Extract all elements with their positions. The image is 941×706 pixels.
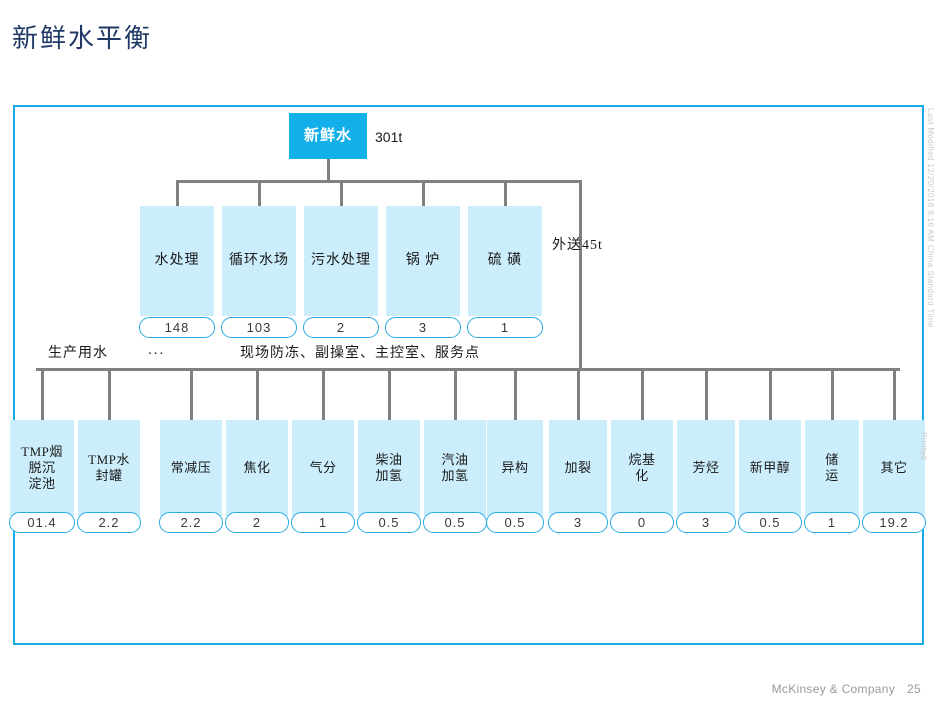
node-label: 硫 磺 xyxy=(487,253,523,269)
production-water-annotation: 生产用水 xyxy=(48,346,108,361)
node-level3-4[interactable]: 气分 xyxy=(292,420,354,516)
value-pill-level2-4: 1 xyxy=(467,317,543,338)
connector-drop-level3-4 xyxy=(322,368,325,420)
connector-drop-level3-10 xyxy=(705,368,708,420)
connector-root-stem xyxy=(327,159,330,183)
slide-footer: McKinsey & Company 25 xyxy=(772,682,921,696)
connector-drop-level3-0 xyxy=(41,368,44,420)
node-label: 芳烃 xyxy=(692,459,720,475)
node-level3-3[interactable]: 焦化 xyxy=(226,420,288,516)
connector-drop-level3-9 xyxy=(641,368,644,420)
value-pill-level3-3: 2 xyxy=(225,512,289,533)
outbound-annotation: 外送45t xyxy=(552,238,603,253)
value-pill-level3-4: 1 xyxy=(291,512,355,533)
node-level3-2[interactable]: 常减压 xyxy=(160,420,222,516)
node-root-fresh-water[interactable]: 新鲜水 xyxy=(289,113,367,159)
connector-drop-level3-3 xyxy=(256,368,259,420)
node-level3-8[interactable]: 加裂 xyxy=(549,420,607,516)
node-level2-0[interactable]: 水处理 xyxy=(140,206,214,316)
connector-drop-level3-13 xyxy=(893,368,896,420)
node-level3-13[interactable]: 其它 xyxy=(863,420,925,516)
connector-drop-level3-6 xyxy=(454,368,457,420)
connector-drop-level3-5 xyxy=(388,368,391,420)
node-label: 污水处理 xyxy=(311,253,371,269)
node-level3-11[interactable]: 新甲醇 xyxy=(739,420,801,516)
node-label: 异构 xyxy=(501,459,529,475)
node-level2-3[interactable]: 锅 炉 xyxy=(386,206,460,316)
connector-drop-level3-12 xyxy=(831,368,834,420)
node-label: 常减压 xyxy=(170,459,212,475)
node-label: 储 运 xyxy=(825,451,839,483)
node-label: 循环水场 xyxy=(229,253,289,269)
node-label: 焦化 xyxy=(243,459,271,475)
value-pill-level2-1: 103 xyxy=(221,317,297,338)
value-pill-level3-11: 0.5 xyxy=(738,512,802,533)
node-label: 新鲜水 xyxy=(303,127,352,144)
node-level3-12[interactable]: 储 运 xyxy=(805,420,859,516)
connector-drop-level3-11 xyxy=(769,368,772,420)
value-pill-level3-2: 2.2 xyxy=(159,512,223,533)
connector-drop-level3-2 xyxy=(190,368,193,420)
node-label: TMP水 封罐 xyxy=(88,451,130,483)
connector-drop-level2-0 xyxy=(176,180,179,206)
connector-drop-level3-1 xyxy=(108,368,111,420)
node-label: TMP烟 脱沉 淀池 xyxy=(21,443,63,492)
connector-drop-level2-3 xyxy=(422,180,425,206)
value-pill-level3-10: 3 xyxy=(676,512,736,533)
value-pill-level3-0: 01.4 xyxy=(9,512,75,533)
node-label: 柴油 加氢 xyxy=(375,451,403,483)
value-pill-level3-12: 1 xyxy=(804,512,860,533)
printed-watermark: Printed xyxy=(919,432,928,461)
connector-bus-level3 xyxy=(36,368,900,371)
node-label: 水处理 xyxy=(154,253,200,269)
value-pill-level3-5: 0.5 xyxy=(357,512,421,533)
node-label: 锅 炉 xyxy=(405,253,441,269)
last-modified-watermark: Last Modified 12/20/2018 9:16 AM China S… xyxy=(926,108,935,328)
node-level3-1[interactable]: TMP水 封罐 xyxy=(78,420,140,516)
node-label: 汽油 加氢 xyxy=(441,451,469,483)
node-level3-6[interactable]: 汽油 加氢 xyxy=(424,420,486,516)
node-level3-10[interactable]: 芳烃 xyxy=(677,420,735,516)
connector-drop-level3-8 xyxy=(577,368,580,420)
value-pill-level3-6: 0.5 xyxy=(423,512,487,533)
node-level2-4[interactable]: 硫 磺 xyxy=(468,206,542,316)
connector-drop-level2-1 xyxy=(258,180,261,206)
page-number: 25 xyxy=(907,682,921,696)
connector-outbound-branch xyxy=(579,180,582,371)
node-label: 其它 xyxy=(880,459,908,475)
root-amount-label: 301t xyxy=(375,129,403,145)
connector-drop-level2-2 xyxy=(340,180,343,206)
node-label: 新甲醇 xyxy=(749,459,791,475)
node-level2-2[interactable]: 污水处理 xyxy=(304,206,378,316)
page-title: 新鲜水平衡 xyxy=(12,24,153,53)
node-level3-7[interactable]: 异构 xyxy=(487,420,543,516)
node-label: 加裂 xyxy=(564,459,592,475)
connector-drop-level2-4 xyxy=(504,180,507,206)
value-pill-level3-13: 19.2 xyxy=(862,512,926,533)
node-label: 烷基 化 xyxy=(628,451,656,483)
node-label: 气分 xyxy=(309,459,337,475)
connector-bus-level2 xyxy=(176,180,581,183)
content-frame xyxy=(13,105,924,645)
value-pill-level2-2: 2 xyxy=(303,317,379,338)
value-pill-level3-9: 0 xyxy=(610,512,674,533)
node-level3-5[interactable]: 柴油 加氢 xyxy=(358,420,420,516)
node-level3-9[interactable]: 烷基 化 xyxy=(611,420,673,516)
value-pill-level2-3: 3 xyxy=(385,317,461,338)
value-pill-level3-8: 3 xyxy=(548,512,608,533)
value-pill-level3-7: 0.5 xyxy=(486,512,544,533)
node-level2-1[interactable]: 循环水场 xyxy=(222,206,296,316)
site-uses-annotation: 现场防冻、副操室、主控室、服务点 xyxy=(240,346,480,361)
ellipsis-annotation: ... xyxy=(148,342,166,358)
brand-label: McKinsey & Company xyxy=(771,682,896,696)
value-pill-level2-0: 148 xyxy=(139,317,215,338)
value-pill-level3-1: 2.2 xyxy=(77,512,141,533)
connector-drop-level3-7 xyxy=(514,368,517,420)
node-level3-0[interactable]: TMP烟 脱沉 淀池 xyxy=(10,420,74,516)
